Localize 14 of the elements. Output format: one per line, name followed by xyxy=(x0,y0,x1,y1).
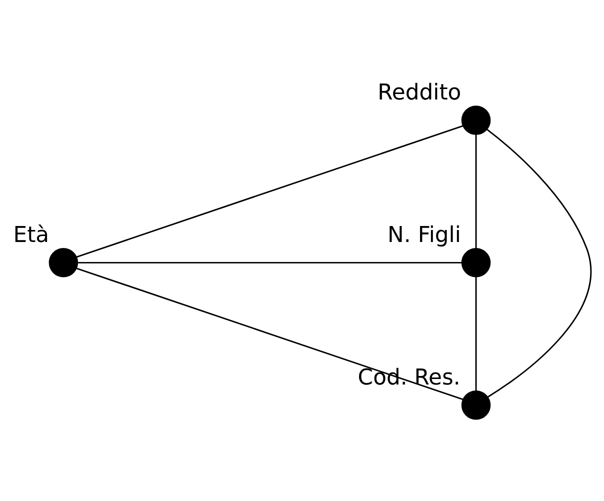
node-label: Reddito xyxy=(378,80,462,106)
connector xyxy=(76,125,463,258)
connector xyxy=(475,134,477,249)
connector xyxy=(475,276,477,391)
node-label: N. Figli xyxy=(388,222,461,248)
node-label: Cod. Res. xyxy=(358,365,460,390)
node-label: Età xyxy=(13,222,50,248)
node-circle xyxy=(48,248,78,278)
connector xyxy=(486,128,592,398)
node-circle xyxy=(461,390,491,420)
connector xyxy=(78,262,462,264)
node-circle xyxy=(461,106,491,135)
connector xyxy=(76,268,464,400)
node-circle xyxy=(461,248,491,278)
